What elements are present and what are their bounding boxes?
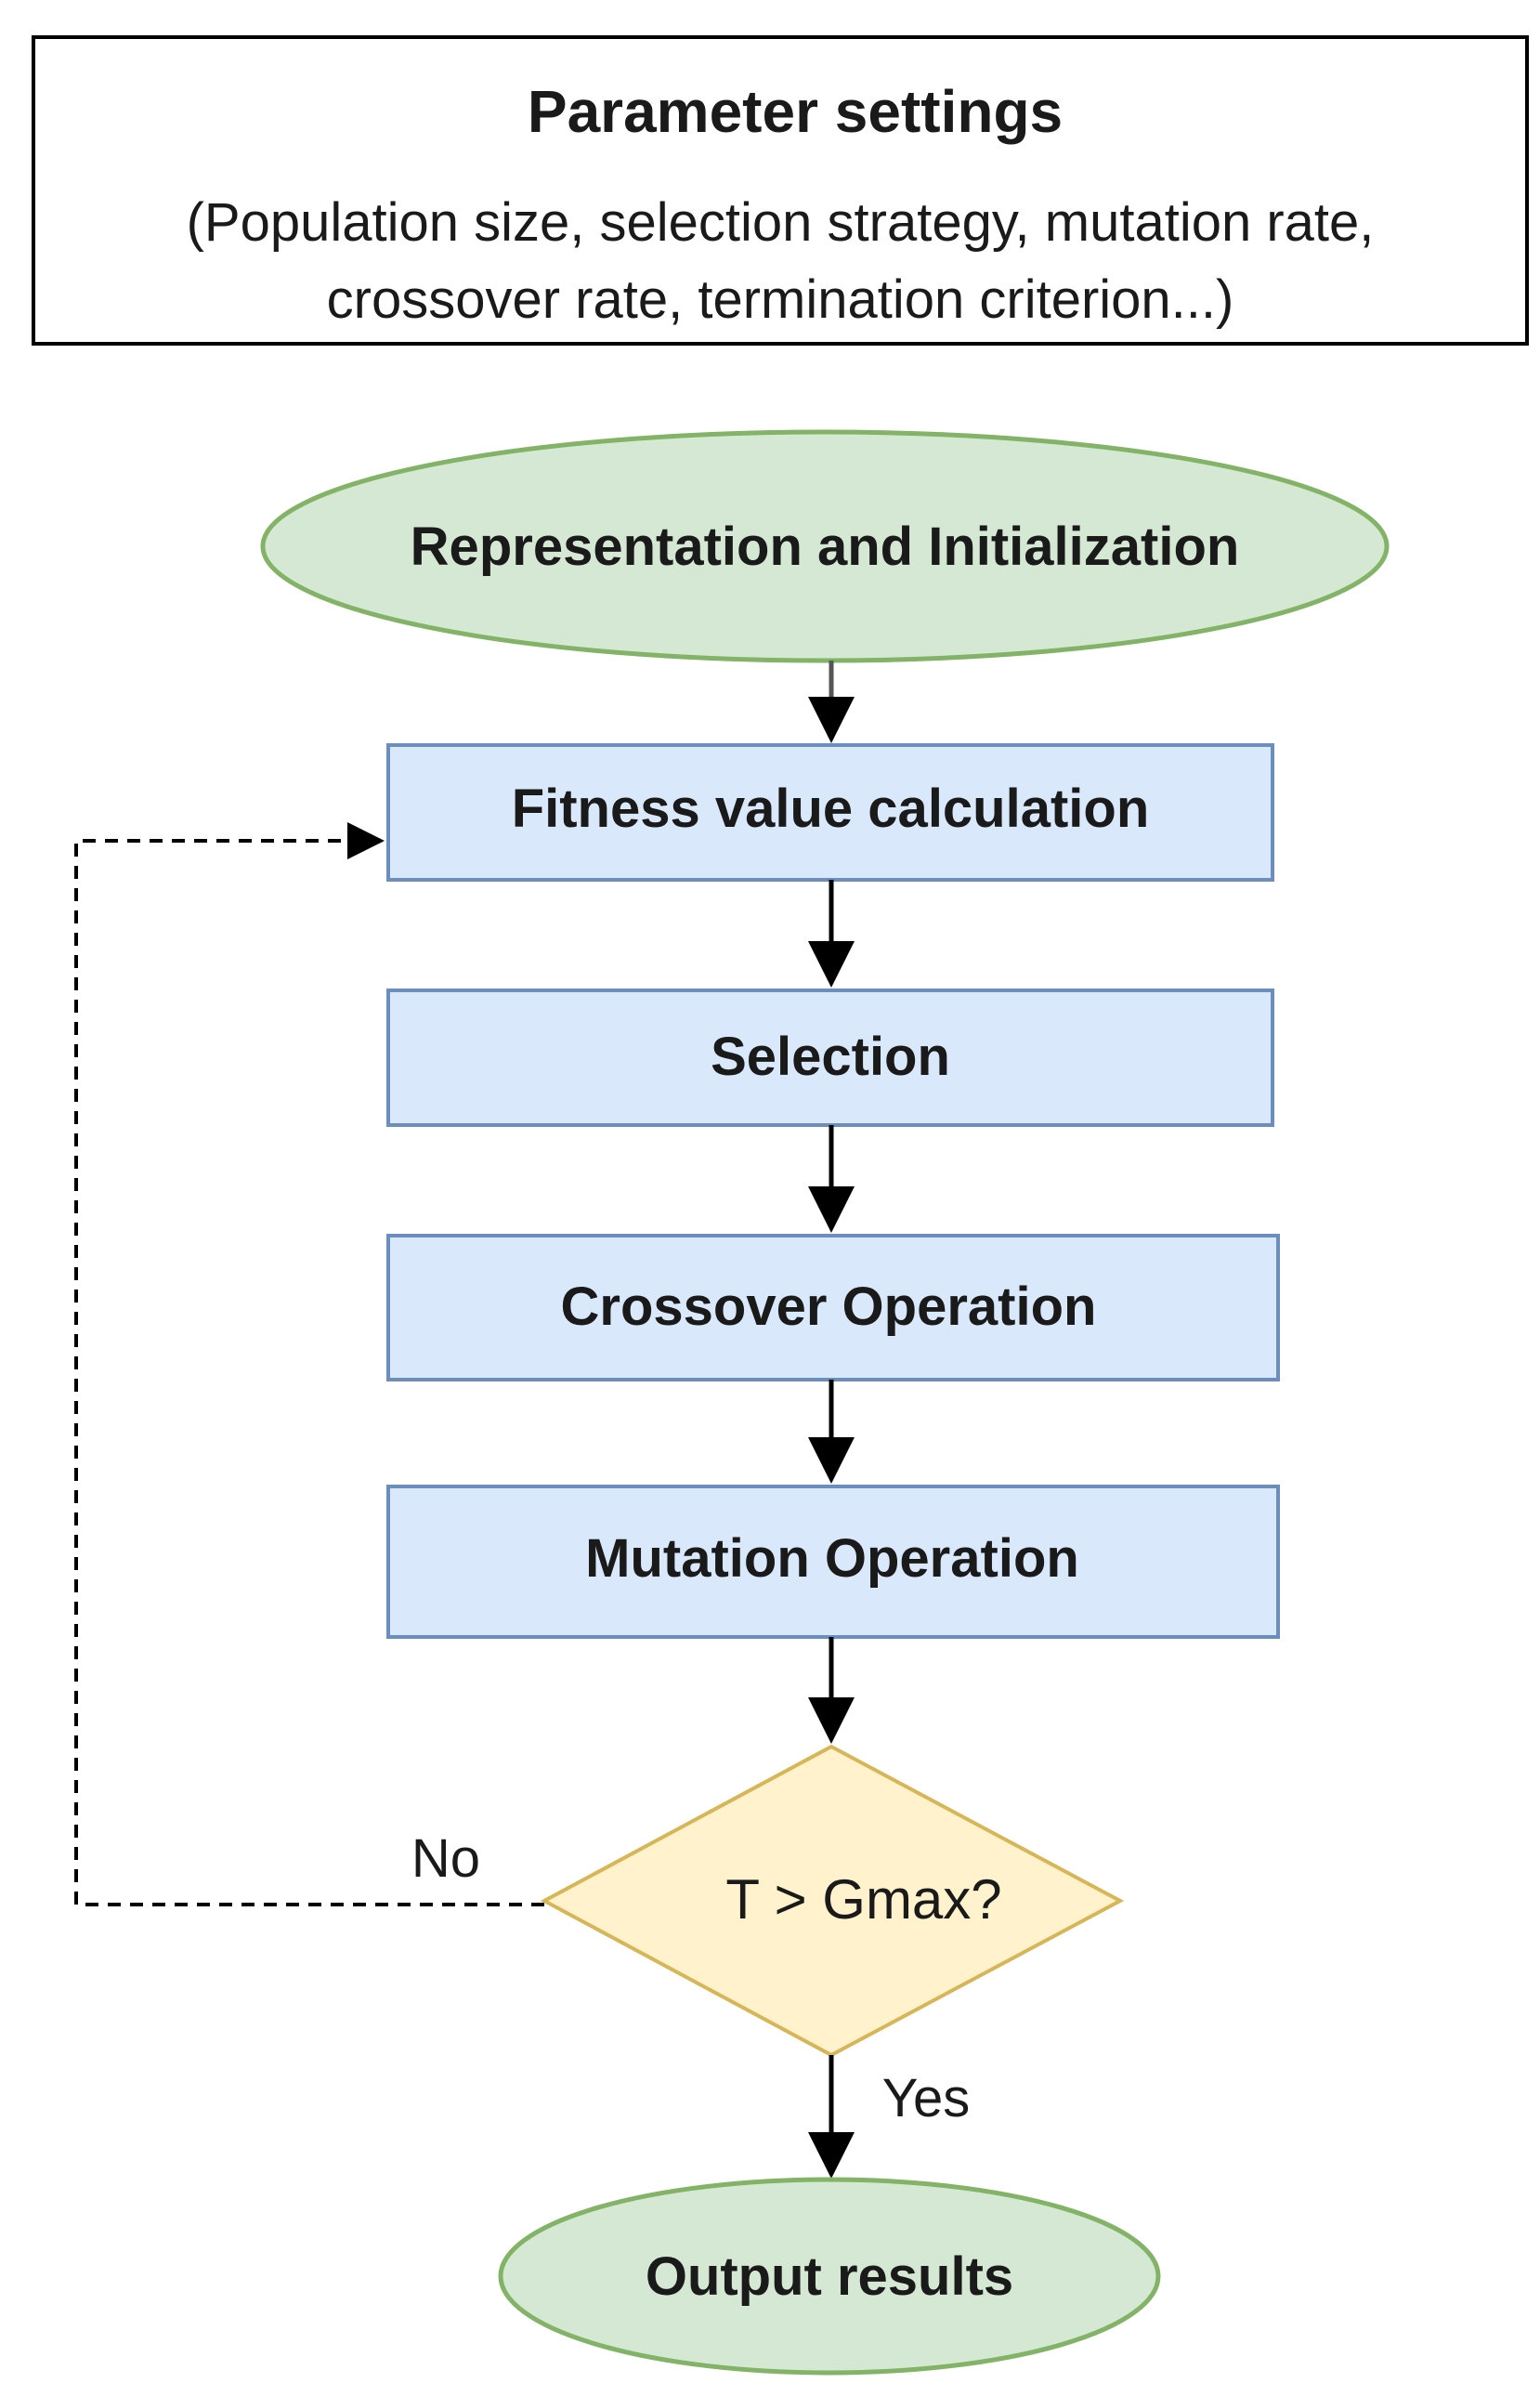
selection-process-box: Selection xyxy=(386,989,1274,1127)
decision-diamond: T > Gmax? xyxy=(540,1744,1125,2058)
parameter-settings-box: Parameter settings (Population size, sel… xyxy=(32,35,1529,346)
mutation-label: Mutation Operation xyxy=(585,1528,1079,1589)
start-ellipse xyxy=(260,429,1390,663)
selection-label: Selection xyxy=(711,1027,950,1087)
mutation-process-box: Mutation Operation xyxy=(386,1485,1280,1639)
parameter-settings-line1: (Population size, selection strategy, mu… xyxy=(187,192,1375,253)
decision-label: T > Gmax? xyxy=(725,1868,1001,1931)
parameter-settings-line2: crossover rate, termination criterion...… xyxy=(327,269,1234,330)
no-label: No xyxy=(411,1828,480,1889)
yes-label: Yes xyxy=(882,2068,971,2128)
start-terminal: Representation and Initialization xyxy=(260,429,1390,663)
edge-no-loop xyxy=(74,822,544,1906)
fitness-process-box: Fitness value calculation xyxy=(386,743,1274,882)
start-label: Representation and Initialization xyxy=(411,517,1240,577)
crossover-process-box: Crossover Operation xyxy=(386,1234,1280,1381)
end-terminal: Output results xyxy=(498,2177,1161,2376)
fitness-label: Fitness value calculation xyxy=(512,779,1150,839)
parameter-settings-title: Parameter settings xyxy=(528,78,1063,145)
end-label: Output results xyxy=(646,2246,1013,2307)
crossover-label: Crossover Operation xyxy=(561,1277,1097,1337)
end-ellipse xyxy=(498,2177,1161,2376)
